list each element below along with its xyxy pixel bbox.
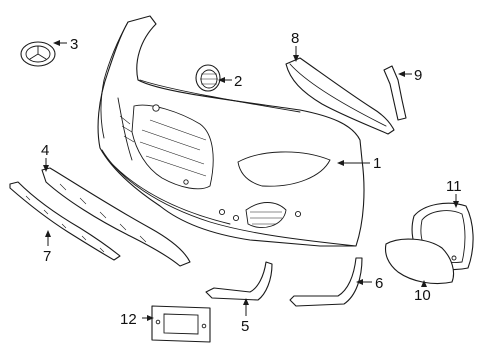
callout-6: 6	[375, 275, 383, 292]
license-plate-bracket	[151, 305, 211, 343]
callout-5: 5	[241, 318, 249, 335]
left-corner-trim	[205, 261, 273, 301]
star-badge	[20, 41, 56, 67]
callout-7: 7	[43, 248, 51, 265]
bumper-cover	[97, 15, 365, 247]
callout-8: 8	[291, 30, 299, 47]
leader-arrowheads	[43, 40, 459, 321]
callout-12: 12	[120, 311, 137, 328]
lower-strip	[9, 181, 121, 261]
callout-labels: 1 2 3 4 5 6 7 8 9 10 11 12	[41, 30, 462, 335]
bracket-strip	[383, 65, 407, 121]
right-corner-trim	[289, 257, 363, 307]
emblem-disc	[195, 64, 221, 92]
lower-spoiler-trim	[41, 167, 191, 267]
callout-10: 10	[414, 287, 431, 304]
callout-3: 3	[70, 36, 78, 53]
callout-9: 9	[414, 67, 422, 84]
callout-1: 1	[373, 155, 381, 172]
lower-center-grille	[285, 57, 395, 135]
callout-4: 4	[41, 142, 49, 159]
callout-2: 2	[234, 73, 242, 90]
fog-grille-mesh	[384, 238, 455, 285]
callout-11: 11	[446, 178, 462, 195]
